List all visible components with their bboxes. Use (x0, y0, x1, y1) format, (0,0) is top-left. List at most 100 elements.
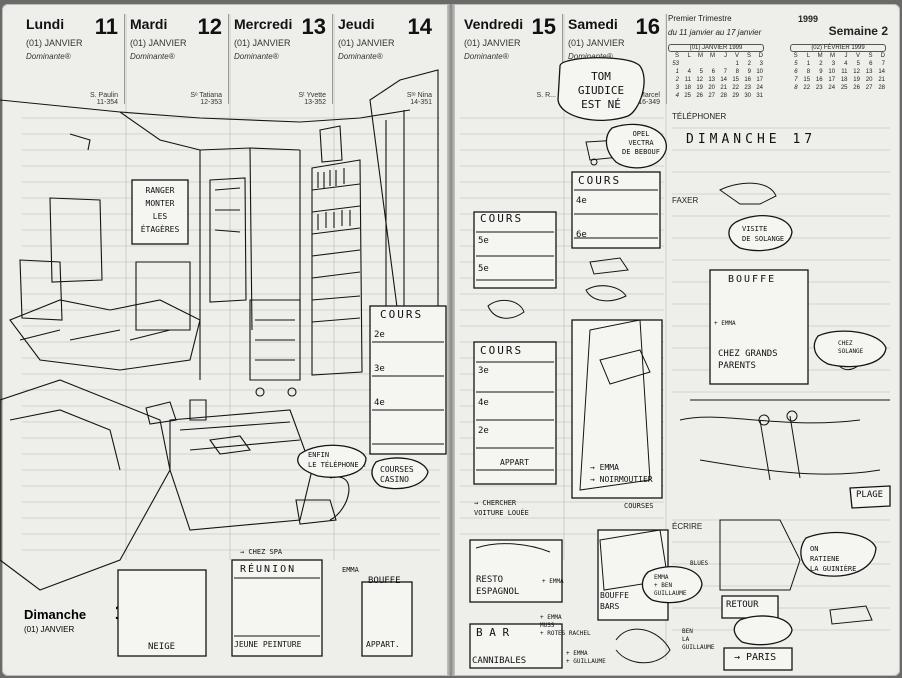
note-visite: VISITE DE SOLANGE (742, 224, 784, 244)
weekday-head: L (806, 53, 811, 59)
day-cell: 10 (756, 69, 763, 75)
dominante-label: Dominante® (130, 52, 175, 61)
note-appart: APPART. (366, 640, 400, 649)
note-line: ON (810, 545, 819, 553)
note-line: VECTRA (628, 139, 654, 147)
note-appart-right: APPART (500, 458, 529, 467)
week-number-cell: 6 (794, 69, 798, 75)
sunday-month: (01) JANVIER (24, 625, 75, 634)
day-cell: 5 (856, 61, 860, 67)
note-cinemas: + EMMA + GUILLAUME (566, 650, 606, 666)
note-blues: BLUES (690, 560, 709, 567)
day-cell: 2 (747, 61, 751, 67)
day-cell: 10 (828, 69, 836, 75)
day-cell: 17 (756, 77, 763, 83)
day-cell: 24 (828, 85, 836, 91)
day-cell: 24 (756, 85, 763, 91)
note-line: COURSES (380, 465, 414, 474)
day-cell: 21 (720, 85, 727, 91)
week-number-cell: 2 (675, 77, 679, 83)
note-neige: NEIGE (148, 642, 176, 652)
week-calendar-block: Premier Trimestre 1999 du 11 janvier au … (668, 14, 888, 110)
week-number: Semaine 2 (828, 24, 888, 38)
week-number-cell: 7 (794, 77, 798, 83)
day-cell: 27 (865, 85, 873, 91)
week-number-cell: 1 (675, 69, 679, 75)
weekday-head: D (880, 53, 885, 59)
day-name: Jeudi (338, 16, 375, 32)
day-header-friday: Vendredi 15 (01) JANVIER Dominante® S. R… (460, 14, 563, 104)
cours-slot: 3e (374, 364, 385, 374)
note-emma-ben: EMMA + BEN GUILLAUME (654, 574, 687, 598)
day-cell: 25 (840, 85, 848, 91)
day-cell: 15 (732, 77, 739, 83)
note-line: + BEN (654, 582, 673, 589)
day-name: Mercredi (234, 16, 293, 32)
weekday-head: S (746, 53, 751, 59)
note-courses-right: COURSES (624, 502, 654, 510)
day-cell: 8 (806, 69, 811, 75)
note-boxes-left (117, 179, 447, 657)
note-line: TOM (591, 70, 611, 83)
note-line: BARS (600, 602, 620, 611)
note-bouffe-right: BOUFFE (728, 274, 777, 285)
day-cell: 30 (744, 93, 751, 99)
note-reunion: RÉUNION (240, 564, 297, 575)
note-emma-noirmoutier: → EMMA → NOIRMOUTIER (590, 462, 653, 486)
day-cell: 6 (869, 61, 873, 67)
day-cell: 19 (696, 85, 703, 91)
saint-label: Marcel 16-349 (638, 92, 660, 106)
note-emma: EMMA (342, 566, 359, 574)
note-line: + GUILLAUME (566, 658, 606, 665)
day-cell: 2 (819, 61, 823, 67)
day-cell: 12 (696, 77, 703, 83)
day-cell: 13 (708, 77, 715, 83)
note-line: PARENTS (718, 361, 756, 371)
day-cell: 7 (723, 69, 727, 75)
note-line: ÉTAGÈRES (140, 225, 180, 234)
note-line: + ROTES RACHEL (540, 630, 591, 637)
weekday-head: L (687, 53, 691, 59)
day-cell: 11 (841, 69, 848, 75)
day-cell: 22 (803, 85, 811, 91)
day-header-tuesday: Mardi 12 (01) JANVIER Dominante® Sᵉ Tati… (126, 14, 229, 106)
weekday-head: M (710, 53, 715, 59)
note-line: VOITURE LOUÉE (474, 509, 529, 517)
note-line: CHEZ (838, 340, 853, 347)
day-cell: 21 (878, 77, 885, 83)
weekday-head: J (844, 53, 848, 59)
day-cell: 20 (865, 77, 873, 83)
note-line: DE BEBOUF (622, 148, 660, 156)
cours-slots-left (234, 341, 444, 637)
day-cell: 29 (732, 93, 739, 99)
day-number: 11 (94, 14, 118, 39)
note-line: LA GUINIÈRE (810, 565, 857, 573)
day-header-wednesday: Mercredi 13 (01) JANVIER Dominante® Sᵗ Y… (230, 14, 333, 106)
mini-calendar-label: (01) JANVIER 1999 (668, 44, 764, 52)
note-cours-title: COURS (380, 308, 424, 321)
saint-label: S. Paulin 11-354 (89, 92, 118, 106)
room-sketch (0, 69, 439, 591)
day-month: (01) JANVIER (464, 38, 521, 48)
note-line: LA (682, 636, 690, 643)
day-cell: 7 (881, 61, 885, 67)
day-number: 13 (301, 14, 326, 39)
day-cell: 22 (732, 85, 739, 91)
dominante-label: Dominante® (234, 52, 279, 61)
calendar-title: Premier Trimestre (668, 14, 732, 23)
speech-bubbles (297, 57, 891, 646)
note-line: + EMMA (540, 614, 562, 621)
note-tom: TOM GIUDICE EST NÉ (566, 70, 636, 112)
day-cell: 27 (708, 93, 715, 99)
day-header-thursday: Jeudi 14 (01) JANVIER Dominante® Sᵗᵉ Nin… (334, 14, 438, 106)
day-cell: 6 (711, 69, 715, 75)
note-opel: OPEL VECTRA DE BEBOUF (618, 130, 664, 157)
day-cell: 28 (878, 85, 885, 91)
saint-label: Sᵗ Yvette 13-352 (298, 92, 326, 106)
mini-calendar-label: (02) FÉVRIER 1999 (790, 44, 886, 52)
cours-slot: 4e (576, 196, 587, 206)
